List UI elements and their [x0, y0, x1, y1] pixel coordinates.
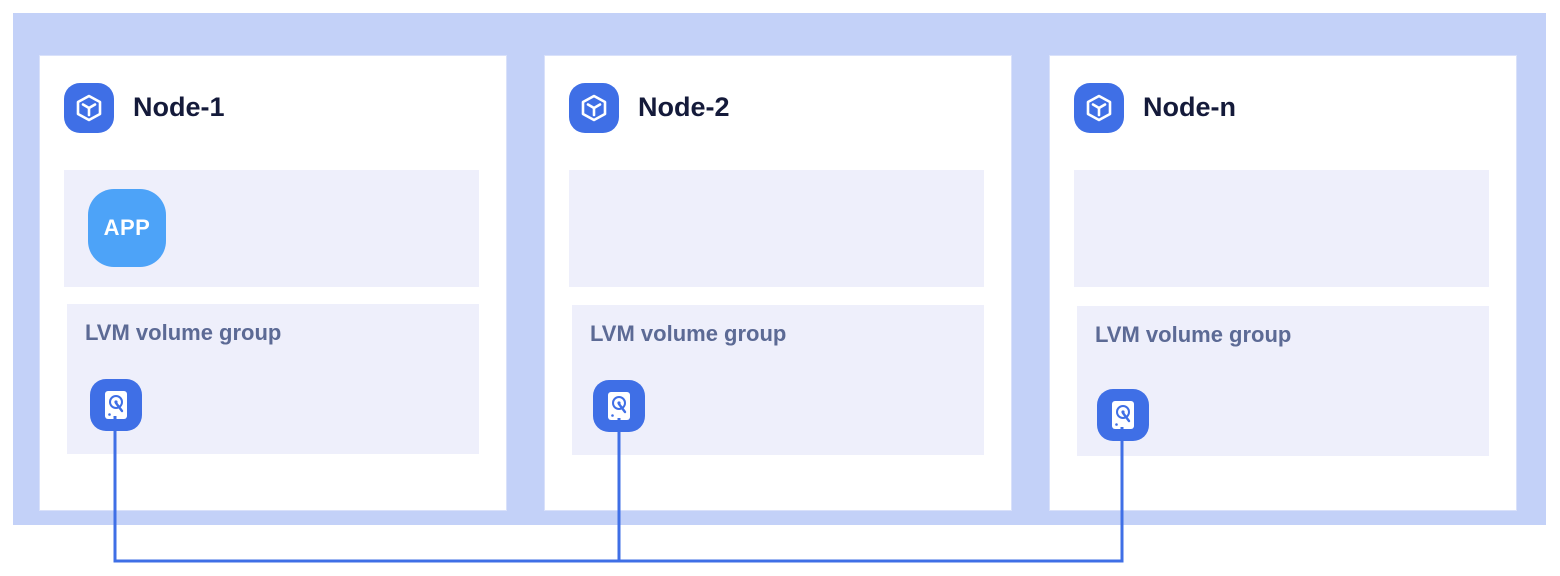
node-title: Node-2: [638, 92, 730, 122]
node-card-2: Node-2 LVM volume group: [544, 55, 1012, 511]
lvm-volume-group: LVM volume group: [67, 304, 479, 454]
cube-icon: [64, 83, 114, 133]
volume-group-label: LVM volume group: [1095, 322, 1292, 347]
hard-disk-icon: [593, 380, 645, 432]
cube-icon: [569, 83, 619, 133]
hard-disk-icon: [90, 379, 142, 431]
node-card-n: Node-n LVM volume group: [1049, 55, 1517, 511]
hard-disk-icon: [1097, 389, 1149, 441]
volume-group-label: LVM volume group: [590, 321, 787, 346]
node-title: Node-1: [133, 92, 225, 122]
cube-icon: [1074, 83, 1124, 133]
node-title: Node-n: [1143, 92, 1236, 122]
lvm-volume-group: LVM volume group: [1077, 306, 1489, 456]
app-badge: APP: [88, 189, 166, 267]
pod-area: [1074, 170, 1489, 287]
pod-area: APP: [64, 170, 479, 287]
pod-area: [569, 170, 984, 287]
cluster-container: Node-1 APP LVM volume group: [13, 13, 1546, 525]
volume-group-label: LVM volume group: [85, 320, 282, 345]
lvm-volume-group: LVM volume group: [572, 305, 984, 455]
node-card-1: Node-1 APP LVM volume group: [39, 55, 507, 511]
